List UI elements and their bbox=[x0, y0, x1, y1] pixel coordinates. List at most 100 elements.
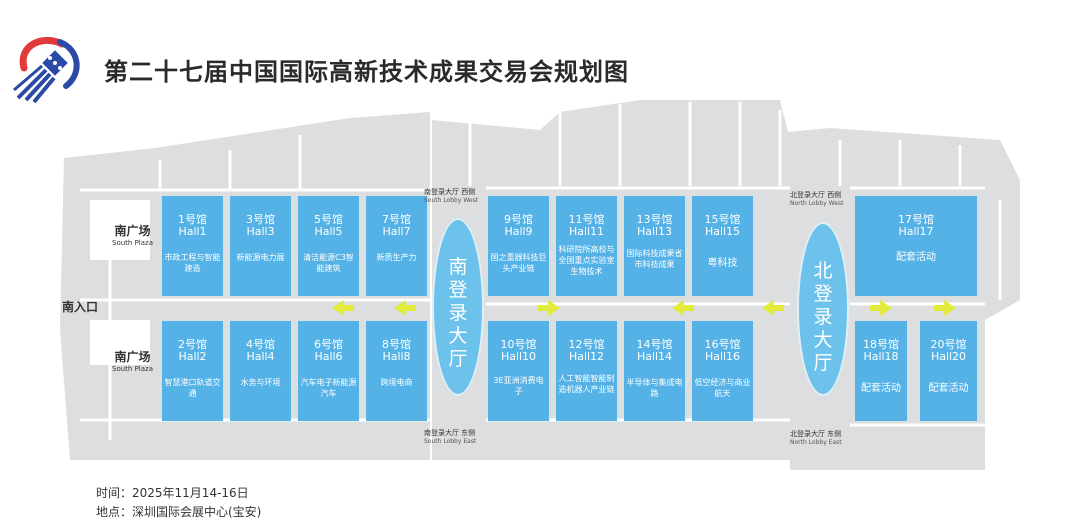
hall-8-theme: 跨境电商 bbox=[380, 378, 413, 387]
hall-6[interactable]: 6号馆 Hall6 汽车电子新能源汽车 bbox=[298, 321, 359, 421]
hall-11-theme: 科研院所高校与全国重点实验室生物技术 bbox=[558, 245, 615, 276]
hall-13-theme: 国际科技成果省市科技成果 bbox=[626, 249, 683, 269]
hall-14[interactable]: 14号馆 Hall14 半导体与集成电路 bbox=[624, 321, 685, 421]
hall-17-english: Hall17 bbox=[898, 225, 934, 238]
hall-16-number: 16号馆 bbox=[704, 338, 741, 351]
hall-9-english: Hall9 bbox=[504, 225, 533, 238]
hall-11-number: 11号馆 bbox=[568, 213, 605, 226]
hall-15-number: 15号馆 bbox=[704, 213, 741, 226]
hall-5-english: Hall5 bbox=[314, 225, 343, 238]
south-lobby-west: 南登录大厅 西侧 South Lobby West bbox=[424, 187, 478, 204]
hall-18-theme: 配套活动 bbox=[861, 383, 901, 394]
hall-11[interactable]: 11号馆 Hall11 科研院所高校与全国重点实验室生物技术 bbox=[556, 196, 617, 296]
hall-6-theme: 汽车电子新能源汽车 bbox=[300, 378, 357, 398]
north-lobby-east-cn: 北登录大厅 东侧 bbox=[790, 430, 842, 438]
hall-7[interactable]: 7号馆 Hall7 新质生产力 bbox=[366, 196, 427, 296]
south-lobby-label: 南登录大厅 bbox=[448, 256, 468, 370]
hall-4-english: Hall4 bbox=[246, 350, 275, 363]
hall-5[interactable]: 5号馆 Hall5 清洁能源C3智能建筑 bbox=[298, 196, 359, 296]
hall-14-english: Hall14 bbox=[636, 350, 673, 363]
hall-15-english: Hall15 bbox=[704, 225, 741, 238]
cht-logo bbox=[13, 36, 80, 104]
hall-16-theme: 低空经济与商业航天 bbox=[694, 378, 751, 398]
hall-16[interactable]: 16号馆 Hall16 低空经济与商业航天 bbox=[692, 321, 753, 421]
hall-12[interactable]: 12号馆 Hall12 人工智能智能制造机器人产业链 bbox=[556, 321, 617, 421]
hall-1-number: 1号馆 bbox=[178, 213, 207, 226]
south-lobby[interactable] bbox=[432, 218, 484, 396]
hall-13-number: 13号馆 bbox=[636, 213, 673, 226]
hall-2-english: Hall2 bbox=[178, 350, 207, 363]
south-plaza-lower-cn: 南广场 bbox=[114, 350, 151, 364]
hall-11-english: Hall11 bbox=[568, 225, 605, 238]
north-lobby-west-en: North Lobby West bbox=[790, 200, 844, 207]
hall-7-number: 7号馆 bbox=[382, 213, 411, 226]
south-lobby-east-cn: 南登录大厅 东侧 bbox=[424, 429, 476, 437]
hall-1-english: Hall1 bbox=[178, 225, 207, 238]
hall-18-english: Hall18 bbox=[863, 350, 899, 363]
hall-5-number: 5号馆 bbox=[314, 213, 343, 226]
hall-9[interactable]: 9号馆 Hall9 国之重器科技巨头产业链 bbox=[488, 196, 549, 296]
event-time: 时间：2025年11月14-16日 bbox=[96, 486, 249, 500]
south-plaza-lower-en: South Plaza bbox=[112, 365, 153, 373]
hall-1-theme: 市政工程与智能建造 bbox=[164, 253, 221, 273]
hall-1[interactable]: 1号馆 Hall1 市政工程与智能建造 bbox=[162, 196, 223, 296]
hall-10-theme: 3E亚洲消费电子 bbox=[493, 376, 544, 396]
hall-4-number: 4号馆 bbox=[246, 338, 275, 351]
south-plaza-lower: 南广场 South Plaza bbox=[112, 348, 153, 373]
south-lobby-west-en: South Lobby West bbox=[424, 197, 479, 204]
hall-3-number: 3号馆 bbox=[246, 213, 275, 226]
hall-2-theme: 智慧港口轨道交通 bbox=[164, 378, 221, 398]
hall-2[interactable]: 2号馆 Hall2 智慧港口轨道交通 bbox=[162, 321, 223, 421]
hall-20-english: Hall20 bbox=[930, 350, 967, 363]
hall-14-theme: 半导体与集成电路 bbox=[626, 378, 683, 398]
hall-6-english: Hall6 bbox=[314, 350, 343, 363]
hall-16-english: Hall16 bbox=[704, 350, 741, 363]
hall-2-number: 2号馆 bbox=[178, 338, 207, 351]
hall-3-english: Hall3 bbox=[246, 225, 275, 238]
north-lobby[interactable] bbox=[797, 222, 849, 396]
hall-10-english: Hall10 bbox=[500, 350, 537, 363]
hall-14-number: 14号馆 bbox=[636, 338, 673, 351]
hall-15[interactable]: 15号馆 Hall15 粤科技 bbox=[692, 196, 753, 296]
page-title: 第二十七届中国国际高新技术成果交易会规划图 bbox=[104, 58, 629, 86]
hall-17[interactable]: 17号馆 Hall17 配套活动 bbox=[855, 196, 977, 296]
hall-20[interactable]: 20号馆 Hall20 配套活动 bbox=[920, 321, 977, 421]
hall-8-number: 8号馆 bbox=[382, 338, 411, 351]
hall-17-theme: 配套活动 bbox=[896, 252, 936, 263]
hall-3[interactable]: 3号馆 Hall3 新能源电力展 bbox=[230, 196, 291, 296]
north-lobby-west: 北登录大厅 西侧 North Lobby West bbox=[790, 190, 843, 207]
hall-10[interactable]: 10号馆 Hall10 3E亚洲消费电子 bbox=[488, 321, 549, 421]
hall-20-number: 20号馆 bbox=[930, 338, 967, 351]
north-lobby-east: 北登录大厅 东侧 North Lobby East bbox=[790, 429, 842, 446]
north-lobby-label: 北登录大厅 bbox=[813, 260, 833, 374]
hall-13-english: Hall13 bbox=[636, 225, 673, 238]
south-plaza-upper: 南广场 South Plaza bbox=[112, 222, 153, 247]
south-lobby-west-cn: 南登录大厅 西侧 bbox=[424, 188, 476, 196]
hall-18-number: 18号馆 bbox=[863, 338, 899, 351]
hall-13[interactable]: 13号馆 Hall13 国际科技成果省市科技成果 bbox=[624, 196, 685, 296]
hall-10-number: 10号馆 bbox=[500, 338, 537, 351]
south-lobby-east-en: South Lobby East bbox=[424, 438, 477, 445]
hall-18[interactable]: 18号馆 Hall18 配套活动 bbox=[855, 321, 907, 421]
hall-9-theme: 国之重器科技巨头产业链 bbox=[490, 253, 547, 273]
hall-7-theme: 新质生产力 bbox=[376, 253, 417, 262]
hall-15-theme: 粤科技 bbox=[707, 258, 738, 269]
event-place: 地点：深圳国际会展中心(宝安) bbox=[96, 505, 262, 519]
north-lobby-west-cn: 北登录大厅 西侧 bbox=[790, 191, 842, 199]
hall-8-english: Hall8 bbox=[382, 350, 411, 363]
hall-8[interactable]: 8号馆 Hall8 跨境电商 bbox=[366, 321, 427, 421]
hall-5-theme: 清洁能源C3智能建筑 bbox=[303, 253, 354, 273]
south-entrance: 南入口 bbox=[62, 300, 99, 314]
hall-20-theme: 配套活动 bbox=[928, 383, 969, 394]
north-lobby-east-en: North Lobby East bbox=[790, 439, 842, 446]
hall-12-theme: 人工智能智能制造机器人产业链 bbox=[558, 374, 615, 394]
hall-12-english: Hall12 bbox=[568, 350, 605, 363]
hall-9-number: 9号馆 bbox=[504, 213, 533, 226]
south-plaza-upper-en: South Plaza bbox=[112, 239, 153, 247]
hall-4-theme: 水务与环境 bbox=[240, 378, 281, 387]
south-plaza-upper-cn: 南广场 bbox=[114, 224, 151, 238]
hall-3-theme: 新能源电力展 bbox=[236, 253, 285, 262]
hall-7-english: Hall7 bbox=[382, 225, 411, 238]
hall-4[interactable]: 4号馆 Hall4 水务与环境 bbox=[230, 321, 291, 421]
south-lobby-east: 南登录大厅 东侧 South Lobby East bbox=[424, 428, 476, 445]
